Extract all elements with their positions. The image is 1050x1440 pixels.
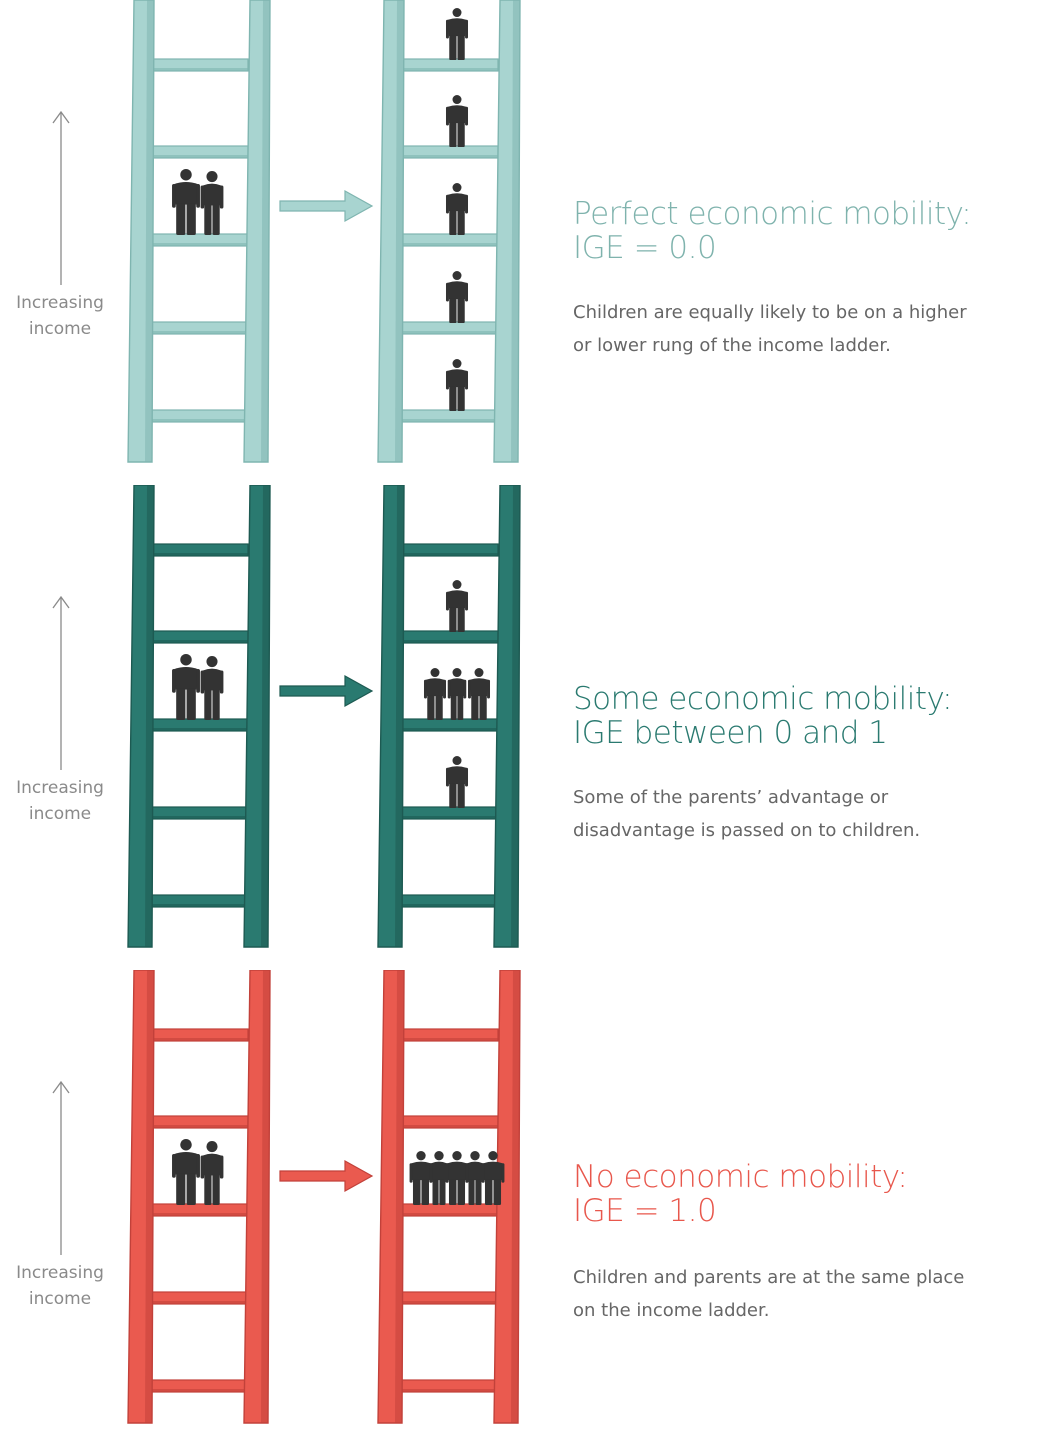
panel-description-line1: Children and parents are at the same pla…: [573, 1267, 965, 1288]
parents-ladder: [127, 0, 271, 463]
children-ladder: [377, 970, 521, 1424]
parent-figure: [200, 1141, 224, 1205]
axis-label-line2: income: [28, 1289, 92, 1309]
ladder-illustration: [52, 0, 521, 463]
panel-description: Children and parents are at the same pla…: [573, 1261, 1050, 1327]
transition-arrow: [279, 674, 374, 708]
parent-figure: [172, 1139, 200, 1205]
panel-description-line2: on the income ladder.: [573, 1300, 770, 1321]
child-figure: [447, 668, 467, 720]
transition-arrow: [279, 1159, 374, 1193]
panel-title-line2: IGE = 1.0: [573, 1193, 717, 1229]
panel-description-line1: Children are equally likely to be on a h…: [573, 302, 967, 323]
child-figure: [445, 580, 469, 632]
panel-no-mobility: Increasing income No economic mobility: …: [0, 970, 1050, 1440]
panel-title-line1: No economic mobility:: [573, 1159, 908, 1195]
panel-description-line2: disadvantage is passed on to children.: [573, 820, 921, 841]
ladder-illustration: [52, 485, 521, 948]
child-figure: [423, 668, 447, 720]
axis-arrow: [52, 1080, 70, 1255]
axis-label-line1: Increasing: [16, 1263, 104, 1283]
panel-description-line2: or lower rung of the income ladder.: [573, 335, 891, 356]
axis-label-line1: Increasing: [16, 293, 104, 313]
panel-title-line2: IGE between 0 and 1: [573, 715, 888, 751]
child-figure: [467, 668, 491, 720]
parent-figure: [200, 656, 224, 720]
transition-arrow: [279, 189, 374, 223]
axis-arrow: [52, 110, 70, 285]
children-ladder: [377, 485, 521, 948]
axis-label: Increasing income: [0, 775, 120, 827]
panel-some-mobility: Increasing income Some economic mobility…: [0, 485, 1050, 955]
child-figure: [445, 756, 469, 808]
ladder-illustration: [52, 970, 521, 1424]
parents-ladder: [127, 485, 271, 948]
axis-label-line2: income: [28, 319, 92, 339]
panel-title: Perfect economic mobility: IGE = 0.0: [573, 197, 1043, 265]
panel-title-line1: Perfect economic mobility:: [573, 196, 972, 232]
child-figure: [409, 1151, 433, 1205]
panel-perfect-mobility: Increasing income Perfect economic mobil…: [0, 0, 1050, 470]
child-figure: [445, 95, 469, 147]
parent-figure: [172, 654, 200, 720]
panel-title: Some economic mobility: IGE between 0 an…: [573, 682, 1043, 750]
panel-title-line1: Some economic mobility:: [573, 681, 953, 717]
child-figure: [481, 1151, 505, 1205]
child-figure: [445, 1151, 469, 1205]
panel-description-line1: Some of the parents’ advantage or: [573, 787, 889, 808]
panel-description: Children are equally likely to be on a h…: [573, 296, 1050, 362]
axis-label: Increasing income: [0, 1260, 120, 1312]
child-figure: [445, 183, 469, 235]
panel-title: No economic mobility: IGE = 1.0: [573, 1160, 1043, 1228]
axis-arrow: [52, 595, 70, 770]
child-figure: [445, 7, 469, 60]
axis-label-line2: income: [28, 804, 92, 824]
parent-figure: [172, 169, 200, 235]
child-figure: [445, 359, 469, 411]
parents-ladder: [127, 970, 271, 1424]
panel-description: Some of the parents’ advantage or disadv…: [573, 781, 1050, 847]
parent-figure: [200, 171, 224, 235]
axis-label: Increasing income: [0, 290, 120, 342]
axis-label-line1: Increasing: [16, 778, 104, 798]
children-ladder: [377, 0, 521, 463]
child-figure: [445, 271, 469, 323]
panel-title-line2: IGE = 0.0: [573, 230, 717, 266]
